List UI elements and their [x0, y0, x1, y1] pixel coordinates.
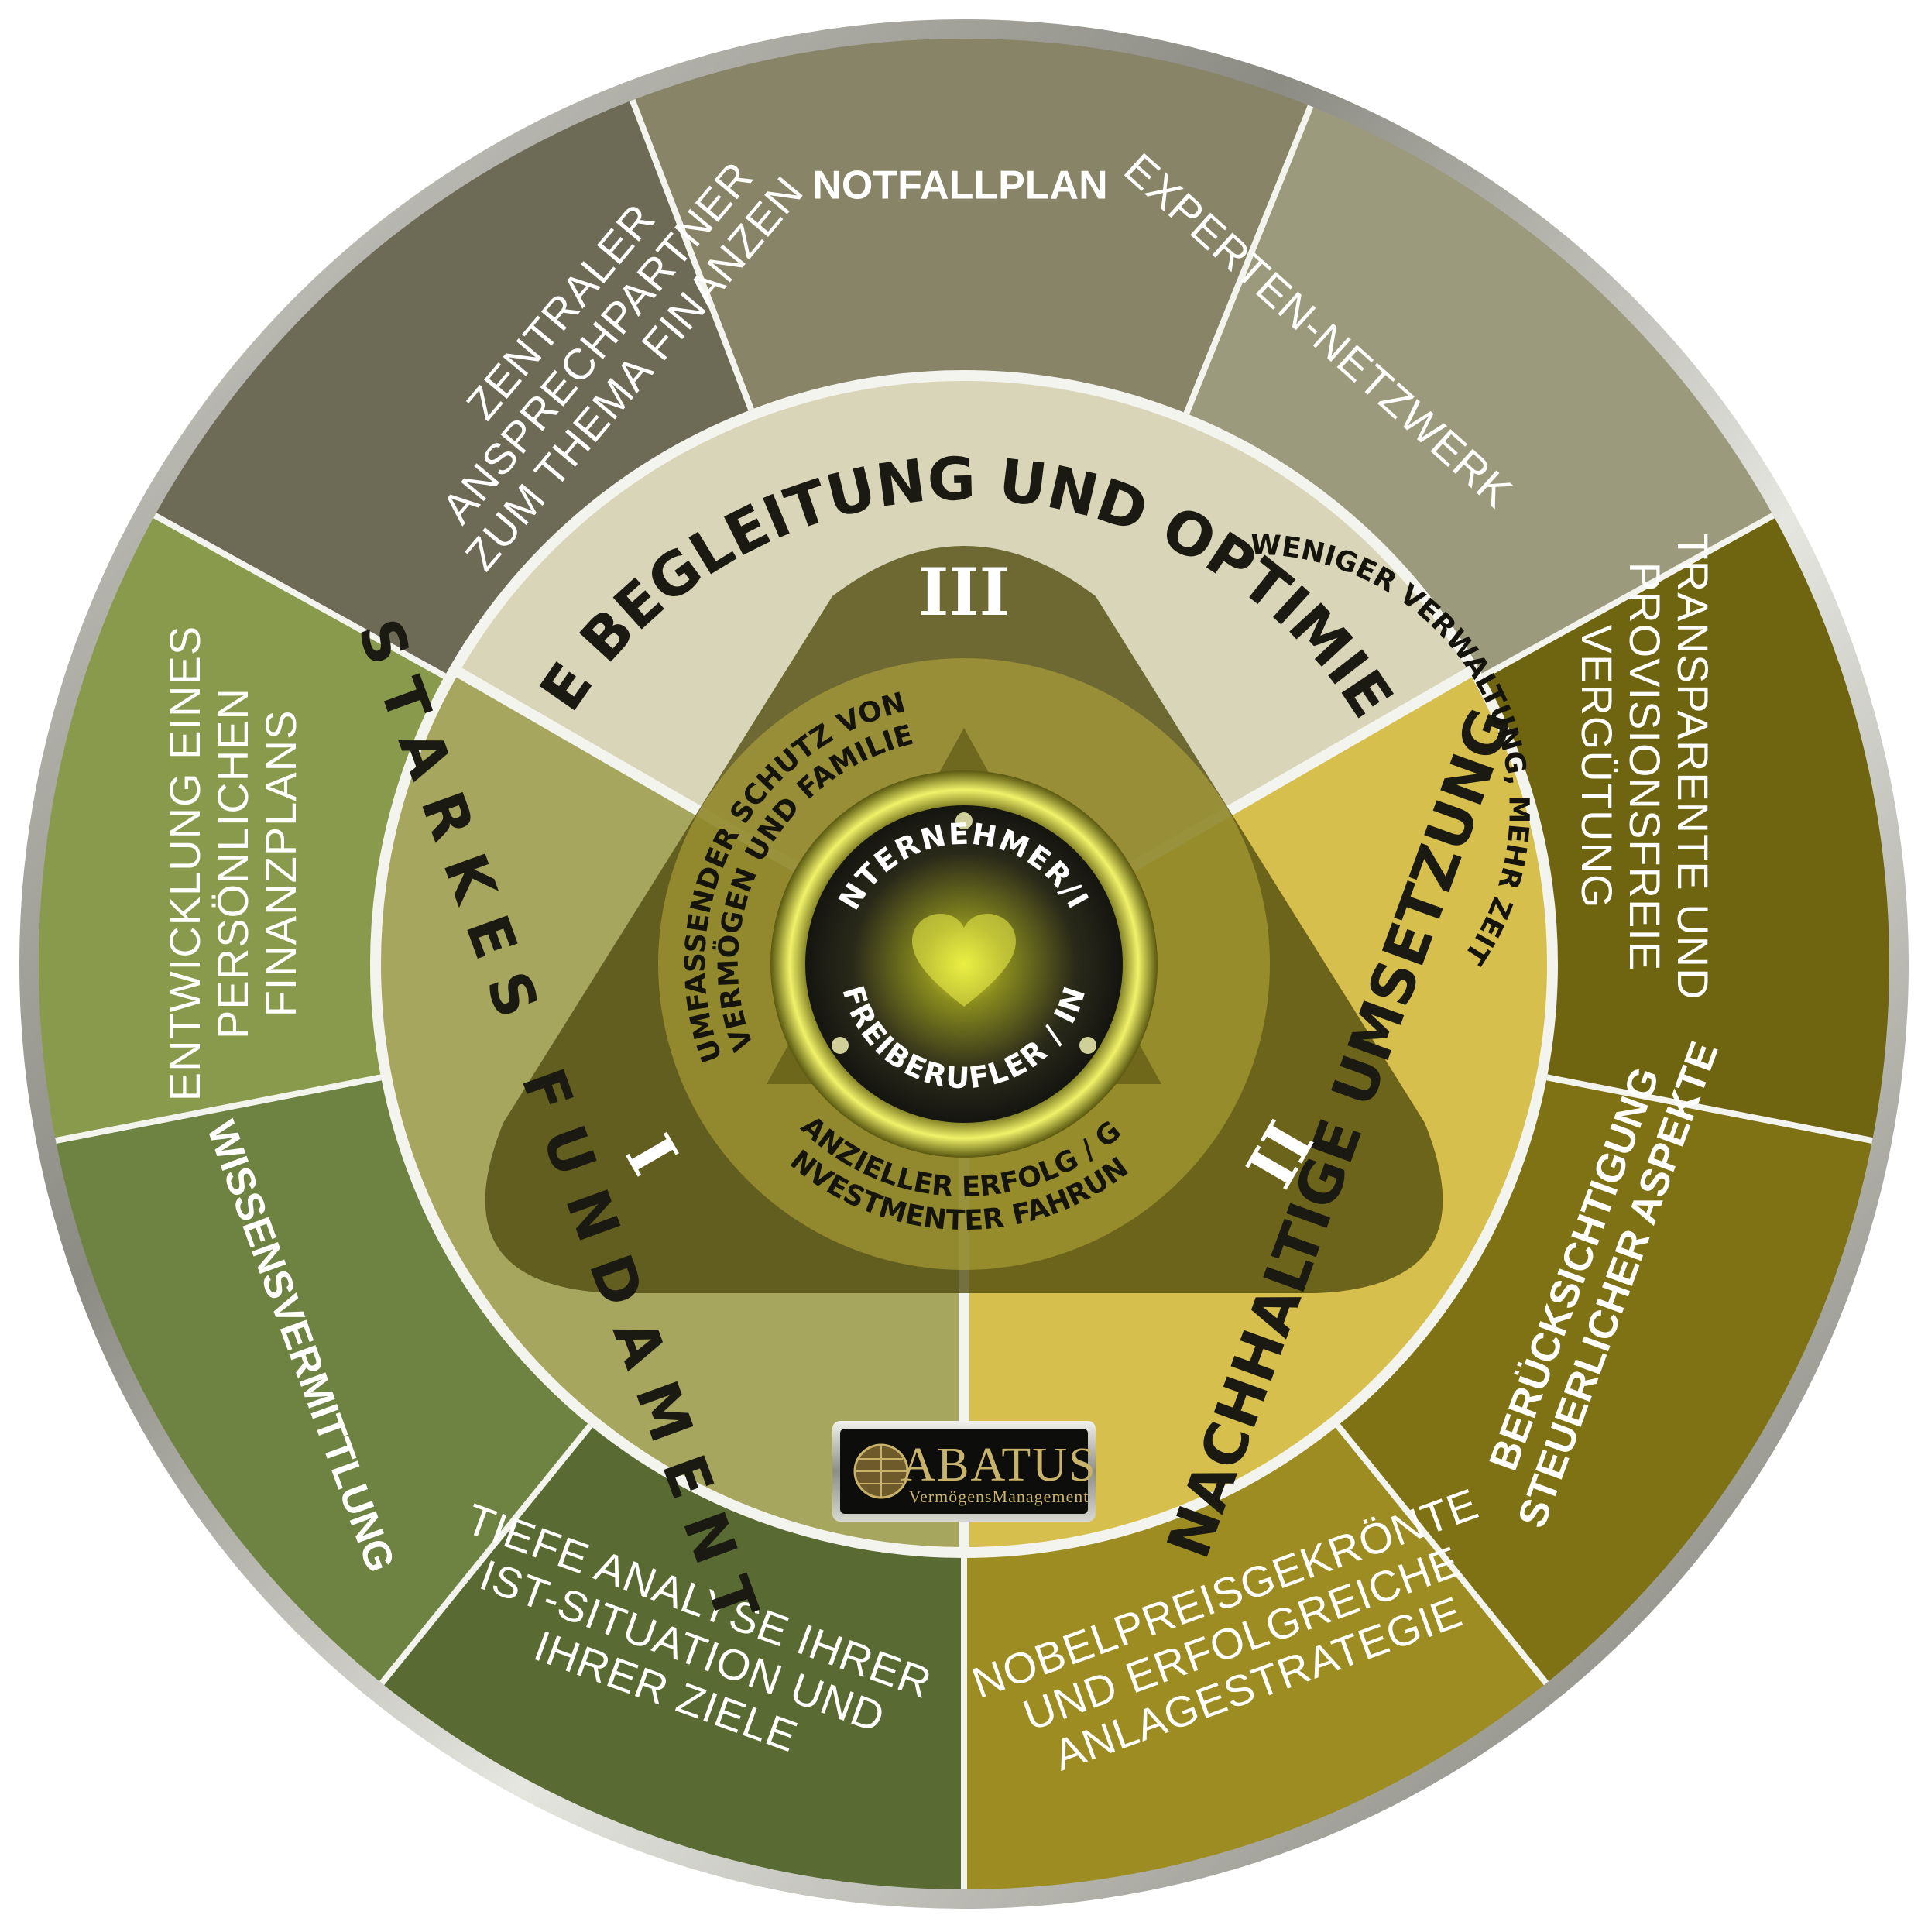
notfallplan-label: NOTFALLPLAN	[812, 163, 1107, 208]
abatus-logo: ABATUS VermögensManagement	[832, 1421, 1096, 1522]
segment-experten	[1184, 106, 1774, 679]
segment-divider	[379, 1423, 593, 1686]
segment-divider	[55, 1074, 382, 1144]
transparente-verguetung-label-line: TRANSPARENTE UND	[1669, 533, 1717, 1000]
segment-divider	[153, 513, 447, 679]
logo-subtitle: VermögensManagement	[909, 1487, 1089, 1506]
segment-notfallplan	[632, 38, 1311, 419]
roman-numeral-iii: III	[918, 554, 1010, 630]
segment-steuer	[1334, 1076, 1873, 1683]
segment-divider	[1183, 105, 1314, 415]
ring-divider	[370, 370, 1558, 1558]
logo-name: ABATUS	[901, 1439, 1096, 1491]
heart-icon	[912, 914, 1016, 1007]
outer-ring	[39, 38, 1889, 1889]
segment-divider	[1481, 513, 1775, 679]
screw-icon	[955, 812, 973, 829]
transparente-verguetung-label-line: VERGÜTUNG	[1573, 625, 1621, 909]
screw-icon	[1079, 1037, 1096, 1054]
segment-ansprech	[154, 100, 753, 679]
segment-divider	[1546, 1074, 1873, 1144]
transparente-verguetung-label-line: PROVISIONSFREIE	[1621, 562, 1669, 971]
segment-wissen	[55, 1076, 594, 1683]
segment-transparent	[1478, 515, 1889, 1141]
segment-divider	[1335, 1423, 1549, 1686]
finanzplan-label-line: ENTWICKLUNG EINES	[160, 626, 209, 1101]
finanzplan-label-line: PERSÖNLICHEN	[208, 688, 257, 1039]
segment-finanzplan	[39, 515, 450, 1141]
segment-divider	[630, 98, 754, 411]
finanzplan-label-line: FINANZPLANS	[256, 710, 305, 1017]
roman-numeral-iii-line: III	[918, 554, 1010, 630]
screw-icon	[832, 1037, 849, 1054]
globe-grid-icon	[855, 1445, 907, 1498]
notfallplan-label-line: NOTFALLPLAN	[812, 163, 1107, 208]
